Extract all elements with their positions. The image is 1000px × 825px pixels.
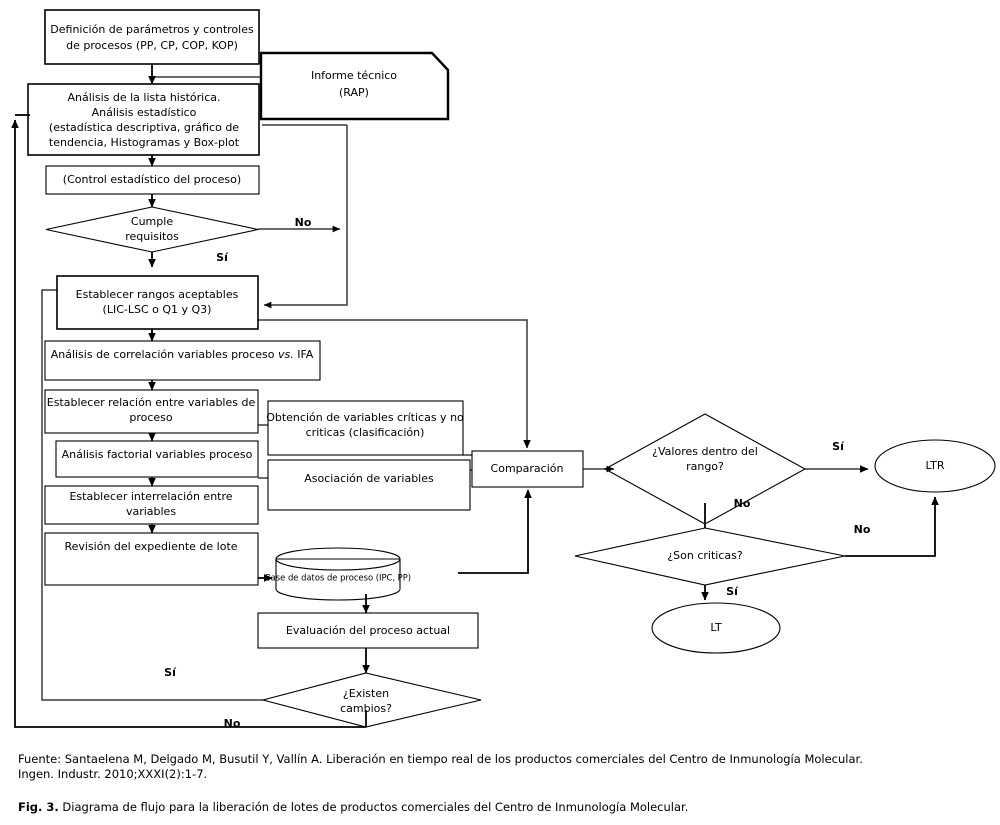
- node-rangos-line1: Establecer rangos aceptables: [76, 288, 239, 301]
- node-relacion-line1: Establecer relación entre variables de: [47, 396, 256, 409]
- node-establecer-interrelacion[interactable]: Establecer interrelación entre variables: [44, 485, 259, 525]
- node-definicion-parametros[interactable]: Definición de parámetros y controles de …: [44, 9, 260, 65]
- edge-cumple-no: [258, 124, 348, 309]
- caption-source: Fuente: Santaelena M, Delgado M, Busutil…: [18, 752, 863, 781]
- node-evaluacion-label: Evaluación del proceso actual: [286, 624, 450, 637]
- node-analisis-correlacion[interactable]: Análisis de correlación variables proces…: [44, 340, 321, 381]
- node-establecer-relacion[interactable]: Establecer relación entre variables de p…: [44, 389, 259, 434]
- edge-label-valores-si: Sí: [832, 440, 845, 453]
- node-base-datos[interactable]: Base de datos de proceso (IPC, PP): [265, 547, 411, 601]
- node-definicion-line1: Definición de parámetros y controles: [50, 23, 254, 36]
- node-lt[interactable]: LT: [651, 602, 781, 654]
- node-valores-line2: rango?: [686, 460, 724, 473]
- node-ltr-label: LTR: [926, 459, 945, 472]
- figure-caption: Fuente: Santaelena M, Delgado M, Busutil…: [18, 752, 982, 815]
- node-comparacion[interactable]: Comparación: [471, 450, 584, 488]
- node-definicion-line2: de procesos (PP, CP, COP, KOP): [66, 39, 238, 52]
- caption-fig-label: Fig. 3.: [18, 800, 59, 814]
- node-obtencion-line1: Obtención de variables críticas y no: [266, 411, 464, 424]
- node-existen-cambios[interactable]: ¿Existen cambios?: [260, 672, 482, 728]
- node-son-criticas[interactable]: ¿Son criticas?: [574, 527, 846, 586]
- node-obtencion-line2: criticas (clasificación): [306, 426, 425, 439]
- node-interrelacion-line1: Establecer interrelación entre: [69, 490, 232, 503]
- edge-criticas-no-ltr: [845, 496, 939, 557]
- node-analisis-factorial[interactable]: Análisis factorial variables proceso: [55, 440, 259, 478]
- node-relacion-line2: proceso: [129, 411, 173, 424]
- edge-label-cambios-no: No: [224, 717, 241, 730]
- node-revision-label: Revisión del expediente de lote: [64, 540, 237, 553]
- edge-label-criticas-no: No: [854, 523, 871, 536]
- caption-figure: Fig. 3. Diagrama de flujo para la libera…: [18, 800, 982, 815]
- edge-cambios-si: [41, 289, 263, 701]
- edge-label-cambios-si: Sí: [164, 666, 177, 679]
- node-control-estadistico[interactable]: (Control estadístico del proceso): [45, 165, 260, 195]
- node-obtencion-variables[interactable]: Obtención de variables críticas y no cri…: [266, 400, 464, 456]
- node-cambios-line1: ¿Existen: [343, 687, 389, 700]
- node-informe-line2: (RAP): [339, 86, 369, 99]
- node-correlacion-label: Análisis de correlación variables proces…: [51, 348, 314, 361]
- edge-label-cumple-no: No: [295, 216, 312, 229]
- node-rangos-line2: (LIC-LSC o Q1 y Q3): [103, 303, 212, 316]
- node-lt-label: LT: [710, 621, 722, 634]
- node-interrelacion-line2: variables: [126, 505, 176, 518]
- node-ltr[interactable]: LTR: [874, 439, 996, 493]
- node-factorial-label: Análisis factorial variables proceso: [62, 448, 253, 461]
- edge-label-criticas-si: Sí: [726, 585, 739, 598]
- node-valores-line1: ¿Valores dentro del: [652, 445, 758, 458]
- node-revision-expediente[interactable]: Revisión del expediente de lote: [44, 532, 259, 586]
- caption-fig-text: Diagrama de flujo para la liberación de …: [58, 800, 689, 814]
- node-control-label: (Control estadístico del proceso): [63, 173, 241, 186]
- node-base-datos-label: Base de datos de proceso (IPC, PP): [265, 573, 411, 583]
- edge-basedatos-to-comparacion: [458, 489, 532, 574]
- node-analisis-line4: tendencia, Histogramas y Box-plot: [49, 136, 240, 149]
- node-son-criticas-label: ¿Son criticas?: [667, 549, 743, 562]
- node-analisis-line2: Análisis estadístico: [92, 106, 197, 119]
- node-cambios-line2: cambios?: [340, 702, 392, 715]
- node-analisis-lista-historica[interactable]: Análisis de la lista histórica. Análisis…: [27, 83, 260, 156]
- node-informe-tecnico[interactable]: Informe técnico (RAP): [259, 51, 450, 121]
- node-informe-line1: Informe técnico: [311, 69, 397, 82]
- node-comparacion-label: Comparación: [491, 462, 564, 475]
- node-evaluacion-proceso[interactable]: Evaluación del proceso actual: [257, 612, 479, 649]
- node-analisis-line1: Análisis de la lista histórica.: [68, 91, 221, 104]
- node-asociacion-label: Asociación de variables: [304, 472, 434, 485]
- node-cumple-line1: Cumple: [131, 215, 173, 228]
- node-asociacion-variables[interactable]: Asociación de variables: [267, 459, 471, 511]
- node-cumple-requisitos[interactable]: Cumple requisitos: [45, 206, 259, 253]
- node-valores-dentro-rango[interactable]: ¿Valores dentro del rango?: [603, 413, 807, 525]
- node-cumple-line2: requisitos: [125, 230, 179, 243]
- edge-rangos-to-comparacion: [258, 319, 531, 449]
- flowchart-canvas: Definición de parámetros y controles de …: [11, 9, 996, 730]
- node-establecer-rangos[interactable]: Establecer rangos aceptables (LIC-LSC o …: [56, 275, 259, 330]
- edge-label-valores-no: No: [734, 497, 751, 510]
- edge-label-cumple-si: Sí: [216, 251, 229, 264]
- node-analisis-line3: (estadística descriptiva, gráfico de: [49, 121, 239, 134]
